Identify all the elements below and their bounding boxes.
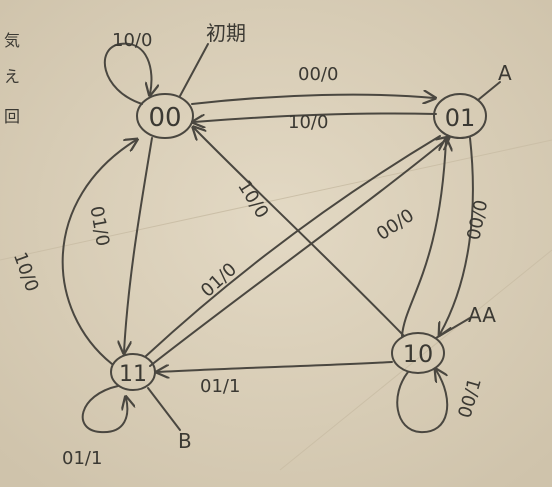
name-pointer-00 [179,43,209,97]
edge-01-10 [440,137,474,334]
edge-label-01-00: 10/0 [288,112,328,133]
state-00-name: 初期 [206,21,246,45]
state-01-circle [433,93,487,139]
name-pointer-01 [477,81,501,101]
edge-00-01 [191,95,434,105]
state-11-name: B [178,429,192,453]
margin-mark: 回 [4,107,20,126]
edge-self-00 [103,42,152,105]
state-01-name: A [498,61,512,85]
edge-self-10 [396,370,449,434]
edge-11-01-a [145,135,441,357]
state-10-circle [391,332,445,374]
edge-00-11 [124,137,153,352]
faint-line [0,139,552,261]
edge-11-00 [61,140,136,365]
state-11-label: 11 [119,362,147,387]
margin-mark: 気 [4,31,20,50]
edge-label-self-00: 10/0 [112,30,152,51]
state-01-label: 01 [445,104,476,132]
state-10-name: AA [468,303,496,327]
edge-label-self-11: 01/1 [62,448,102,469]
state-10-label: 10 [403,340,434,368]
faint-line [279,249,552,471]
edge-10-01 [401,140,446,337]
edge-label-00-01: 00/0 [298,64,338,85]
margin-mark: え [4,67,20,86]
name-pointer-11 [147,387,181,431]
state-00-label: 00 [148,103,181,133]
edge-10-00 [194,128,405,337]
edge-label-10-11: 01/1 [200,376,240,397]
edge-10-11 [158,361,393,372]
edge-self-11 [81,385,128,434]
edge-01-00 [194,112,437,122]
edge-11-01 [149,138,448,367]
